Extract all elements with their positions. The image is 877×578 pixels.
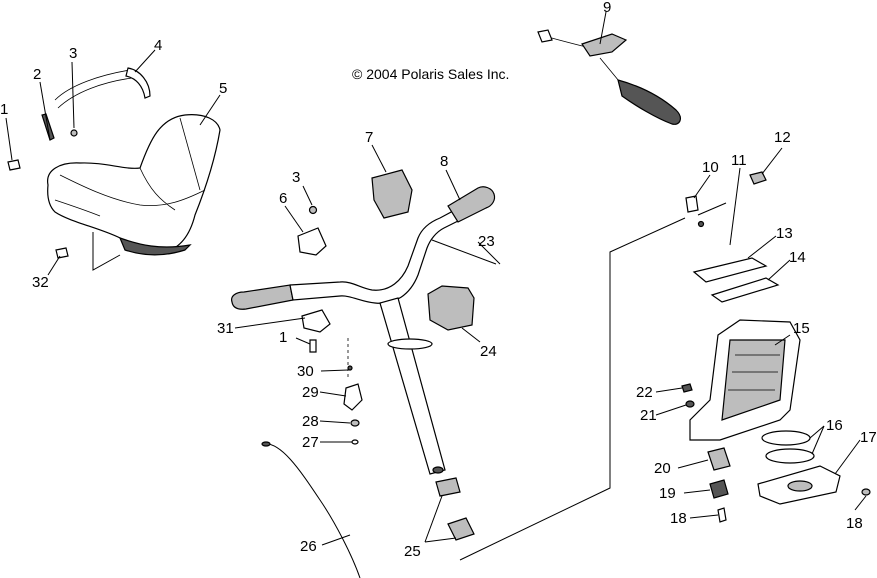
plate-part-14 (710, 277, 780, 303)
callout-9: 9 (603, 0, 611, 16)
callout-22: 22 (636, 384, 653, 401)
clip-part-19 (709, 479, 729, 499)
handlebar-part (231, 186, 496, 475)
callout-16: 16 (826, 417, 843, 434)
gasket-part-16b (765, 448, 815, 464)
nut-part-18b (861, 488, 871, 496)
hose-part-4 (54, 67, 151, 109)
frame-part-15 (689, 319, 801, 441)
callout-30: 30 (297, 363, 314, 380)
bolt-part-18a (717, 507, 727, 523)
bolt-part-1 (7, 159, 21, 171)
callout-15: 15 (793, 320, 810, 337)
nut-part-3 (70, 129, 78, 137)
callout-19: 19 (659, 485, 676, 502)
cable-part-26 (261, 443, 361, 578)
callout-27: 27 (302, 434, 319, 451)
callout-1b: 1 (279, 329, 287, 346)
callout-10: 10 (702, 159, 719, 176)
nut-part-3b (308, 205, 318, 215)
switch-part-6 (297, 227, 327, 256)
callout-18b: 18 (846, 515, 863, 532)
bolt-part-1b (309, 339, 317, 353)
callout-13: 13 (776, 225, 793, 242)
bracket-part-31 (301, 309, 331, 333)
callout-24: 24 (480, 343, 497, 360)
callout-29: 29 (302, 384, 319, 401)
pin-part-22 (681, 383, 693, 393)
callout-11: 11 (731, 152, 747, 169)
callout-17: 17 (860, 429, 877, 446)
pad-part-24 (427, 285, 475, 331)
callout-18: 18 (670, 510, 687, 527)
callout-2: 2 (33, 66, 41, 83)
callout-12: 12 (774, 129, 791, 146)
copyright-text: © 2004 Polaris Sales Inc. (352, 66, 509, 82)
gasket-part-16a (761, 430, 811, 446)
callout-21: 21 (640, 407, 657, 424)
bolt-part-32 (55, 247, 69, 259)
plate-part-13 (692, 257, 768, 283)
callout-5: 5 (219, 80, 227, 97)
pin-part-23 (431, 239, 497, 265)
nut-part-27 (351, 439, 359, 445)
bolt-part-10 (685, 195, 699, 213)
callout-20: 20 (654, 460, 671, 477)
bushing-part-20 (707, 447, 731, 471)
callout-26: 26 (300, 538, 317, 555)
callout-4: 4 (154, 37, 162, 54)
callout-6: 6 (279, 190, 287, 207)
nut-part-21 (685, 400, 695, 408)
washer-part-28 (350, 419, 360, 427)
callout-14: 14 (789, 249, 806, 266)
callout-23: 23 (478, 233, 495, 250)
callout-25: 25 (404, 543, 421, 560)
lanyard-part-9 (537, 29, 681, 125)
bushing-part-25b (447, 517, 475, 541)
callout-1: 1 (0, 101, 8, 118)
seat-cover-part (47, 114, 221, 256)
bushing-part-25a (435, 477, 461, 497)
callout-8: 8 (440, 153, 448, 170)
callout-28: 28 (302, 413, 319, 430)
callout-31: 31 (217, 320, 234, 337)
callout-3: 3 (69, 45, 77, 62)
callout-7: 7 (365, 129, 373, 146)
clip-part-29 (343, 383, 363, 411)
nut-part-12 (749, 171, 767, 185)
callout-32: 32 (32, 274, 49, 291)
throttle-part-7 (371, 169, 413, 219)
callout-3b: 3 (292, 169, 300, 186)
